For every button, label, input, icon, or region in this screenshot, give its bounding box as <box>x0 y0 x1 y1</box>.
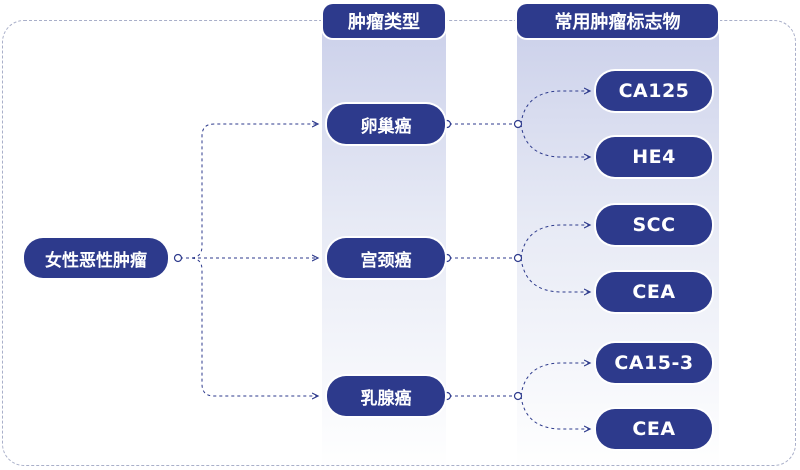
junction-cervical-split <box>513 253 523 263</box>
marker-cea-cervical: CEA <box>596 272 712 312</box>
root-node: 女性恶性肿瘤 <box>24 238 168 278</box>
marker-scc: SCC <box>596 205 712 245</box>
junction-root <box>173 253 183 263</box>
marker-ca125: CA125 <box>596 71 712 111</box>
connector-root-breast <box>180 257 318 396</box>
tumor-type-ovarian: 卵巢癌 <box>327 104 445 144</box>
connector-ovarian-he4 <box>520 123 590 157</box>
connector-cervical-cea <box>520 257 590 292</box>
junction-breast-split <box>513 391 523 401</box>
connector-cervical-scc <box>520 225 590 259</box>
connector-breast-cea <box>520 395 590 429</box>
tumor-types-header: 肿瘤类型 <box>323 4 445 38</box>
junction-ovarian-split <box>513 119 523 129</box>
marker-ca15-3: CA15-3 <box>596 343 712 383</box>
marker-cea-breast: CEA <box>596 409 712 449</box>
connector-root-ovarian <box>180 124 318 259</box>
tumor-type-breast: 乳腺癌 <box>327 376 445 416</box>
connector-breast-ca153 <box>520 363 590 397</box>
connector-ovarian-ca125 <box>520 91 590 125</box>
marker-he4: HE4 <box>596 137 712 177</box>
markers-header: 常用肿瘤标志物 <box>517 4 718 38</box>
tumor-type-cervical: 宫颈癌 <box>327 238 445 278</box>
